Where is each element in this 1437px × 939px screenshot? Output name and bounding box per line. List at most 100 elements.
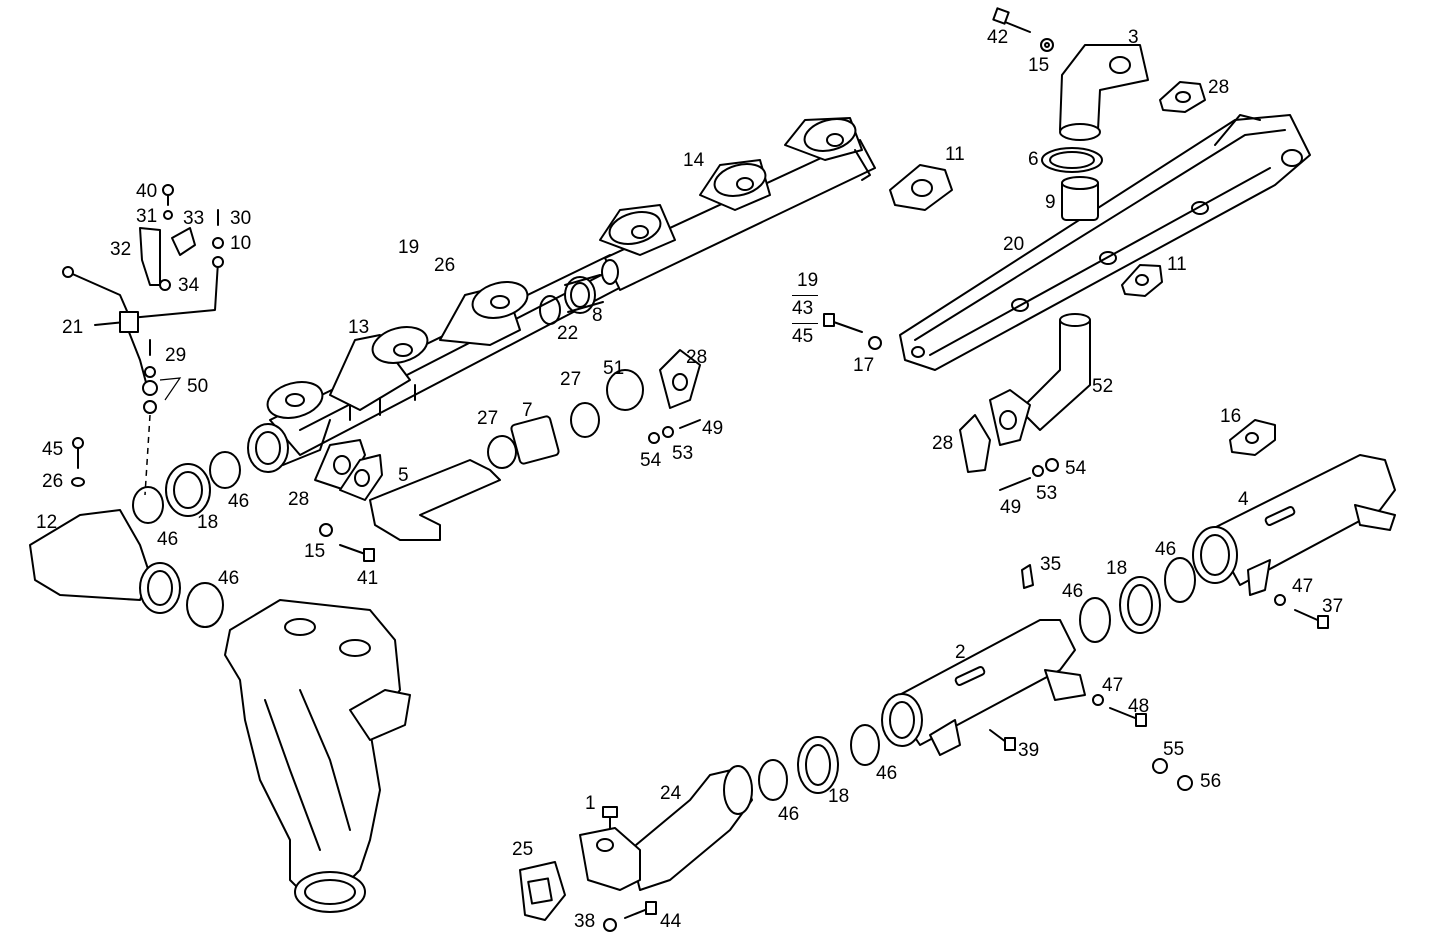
callout-6: 6 <box>1028 149 1039 170</box>
pipe-12 <box>29 509 224 628</box>
callout-45b: 45 <box>42 439 64 460</box>
callout-18c: 18 <box>828 786 850 807</box>
callout-26: 26 <box>434 255 456 276</box>
callout-17: 17 <box>853 355 875 376</box>
callout-34: 34 <box>178 275 200 296</box>
callout-46f: 46 <box>876 763 898 784</box>
callout-15: 15 <box>1028 55 1050 76</box>
callout-50: 50 <box>187 376 209 397</box>
callout-21: 21 <box>62 317 84 338</box>
oil-line-assembly <box>62 184 224 496</box>
callout-22: 22 <box>557 323 579 344</box>
callout-54b: 54 <box>1065 458 1087 479</box>
pipe-5-assembly <box>314 349 701 541</box>
callout-47: 47 <box>1292 576 1314 597</box>
fraction-bar-1 <box>792 295 818 296</box>
hardware-lower <box>989 564 1329 791</box>
fraction-bar-2 <box>792 323 818 324</box>
callout-46: 46 <box>228 491 250 512</box>
callout-37: 37 <box>1322 596 1344 617</box>
seal-rings-lower-right <box>1079 557 1196 643</box>
callout-55: 55 <box>1163 739 1185 760</box>
callout-32: 32 <box>110 239 132 260</box>
hardware-right-upper <box>823 313 1059 491</box>
callout-49b: 49 <box>1000 497 1022 518</box>
callout-9: 9 <box>1045 192 1056 213</box>
callout-28b: 28 <box>686 347 708 368</box>
callout-27b: 27 <box>477 408 499 429</box>
exhaust-manifold-rear <box>599 117 876 291</box>
callout-43: 43 <box>792 298 814 319</box>
callout-48: 48 <box>1128 696 1150 717</box>
callout-53b: 53 <box>1036 483 1058 504</box>
callout-40: 40 <box>136 181 158 202</box>
callout-51: 51 <box>603 358 625 379</box>
callout-42: 42 <box>987 27 1009 48</box>
callout-18b: 18 <box>1106 558 1128 579</box>
bolts-left <box>71 437 85 487</box>
exhaust-manifold-front <box>247 254 626 473</box>
callout-13: 13 <box>348 317 370 338</box>
callout-28: 28 <box>1208 77 1230 98</box>
callout-27: 27 <box>560 369 582 390</box>
callout-12: 12 <box>36 512 58 533</box>
callout-14: 14 <box>683 150 705 171</box>
gaskets <box>889 81 1276 456</box>
callout-44: 44 <box>660 911 682 932</box>
callout-24: 24 <box>660 783 682 804</box>
callout-19-fraction: 19 <box>797 270 819 291</box>
elbow-and-sleeve <box>1041 44 1149 221</box>
callout-16: 16 <box>1220 406 1242 427</box>
lower-manifold-front <box>881 619 1086 756</box>
callout-54: 54 <box>640 450 662 471</box>
callout-11b: 11 <box>1167 254 1187 275</box>
bolts-mid <box>319 523 375 562</box>
callout-46c: 46 <box>218 568 240 589</box>
callout-26b: 26 <box>42 471 64 492</box>
callout-29: 29 <box>165 345 187 366</box>
callout-56: 56 <box>1200 771 1222 792</box>
callout-18: 18 <box>197 512 219 533</box>
pipe-52 <box>959 313 1091 473</box>
callout-33: 33 <box>183 208 205 229</box>
callout-30: 30 <box>230 208 252 229</box>
callout-47b: 47 <box>1102 675 1124 696</box>
heat-shield <box>899 114 1311 371</box>
callout-5: 5 <box>398 465 409 486</box>
callout-45: 45 <box>792 326 814 347</box>
seal-rings-upper <box>539 274 604 325</box>
seal-rings-left <box>132 451 241 524</box>
callout-4: 4 <box>1238 489 1249 510</box>
callout-53: 53 <box>672 443 694 464</box>
callout-2: 2 <box>955 642 966 663</box>
callout-52: 52 <box>1092 376 1114 397</box>
seal-rings-lower-mid <box>758 724 880 801</box>
callout-1: 1 <box>585 793 596 814</box>
callout-19: 19 <box>398 237 420 258</box>
callout-7: 7 <box>522 400 533 421</box>
callout-46e: 46 <box>1155 539 1177 560</box>
callout-31: 31 <box>136 206 158 227</box>
callout-38: 38 <box>574 911 596 932</box>
callout-15b: 15 <box>304 541 326 562</box>
turbo-housing <box>224 599 411 913</box>
pipe-24 <box>519 765 753 932</box>
callout-25: 25 <box>512 839 534 860</box>
callout-46g: 46 <box>778 804 800 825</box>
callout-46b: 46 <box>157 529 179 550</box>
callout-8: 8 <box>592 305 603 326</box>
callout-41: 41 <box>357 568 379 589</box>
lower-manifold-rear <box>1192 454 1396 596</box>
callout-35: 35 <box>1040 554 1062 575</box>
callout-28d: 28 <box>288 489 310 510</box>
callout-49: 49 <box>702 418 724 439</box>
callout-10: 10 <box>230 233 252 254</box>
callout-11: 11 <box>945 144 965 165</box>
callout-20: 20 <box>1003 234 1025 255</box>
callout-46d: 46 <box>1062 581 1084 602</box>
callout-28c: 28 <box>932 433 954 454</box>
callout-39: 39 <box>1018 740 1040 761</box>
bolts-top <box>992 7 1054 52</box>
